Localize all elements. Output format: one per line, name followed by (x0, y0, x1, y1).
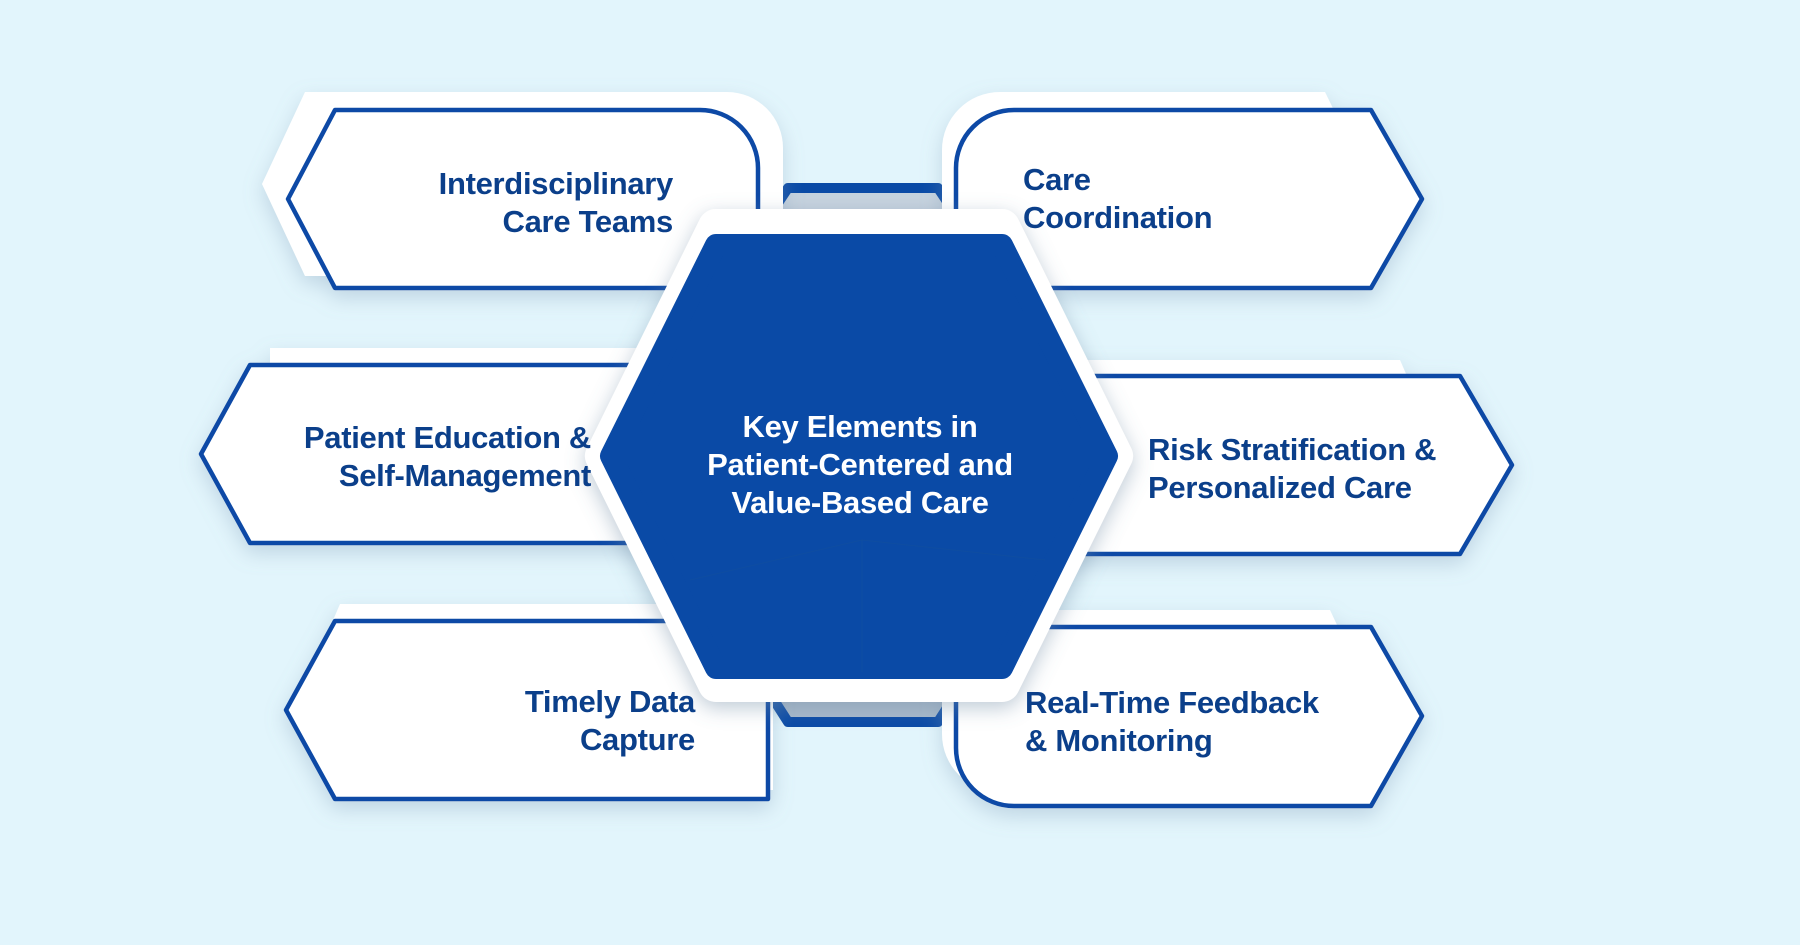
label-real-time-feedback: Real-Time Feedback & Monitoring (1025, 685, 1319, 758)
card-patient-education (198, 348, 683, 546)
card-care-coordination (942, 92, 1425, 291)
card-interdisciplinary (262, 92, 783, 291)
card-real-time-feedback (942, 610, 1425, 809)
card-risk-stratification (1037, 360, 1515, 557)
label-care-coordination: Care Coordination (1023, 162, 1213, 235)
center-title: Key Elements in Patient-Centered and Val… (707, 409, 1013, 520)
label-risk-stratification: Risk Stratification & Personalized Care (1148, 432, 1437, 505)
label-patient-education: Patient Education & Self-Management (303, 420, 591, 493)
label-timely-data-capture: Timely Data Capture (524, 684, 695, 757)
card-timely-data (283, 604, 773, 802)
center-hexagon (585, 209, 1133, 702)
label-interdisciplinary-care-teams: Interdisciplinary Care Teams (438, 166, 674, 239)
